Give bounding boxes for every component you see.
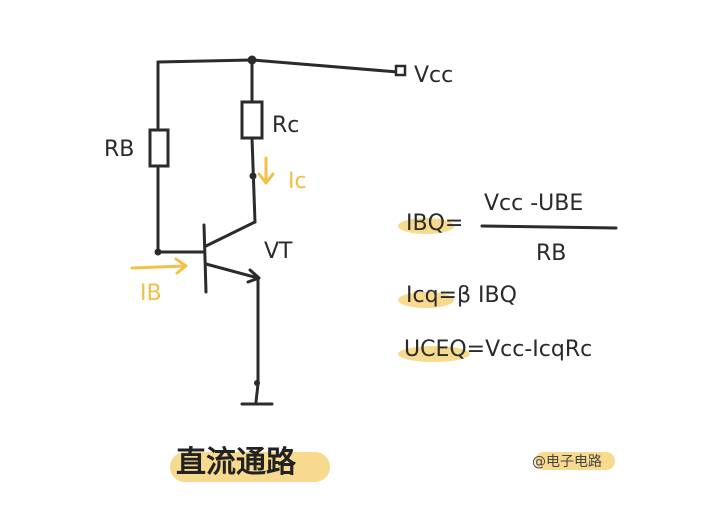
vcc-terminal bbox=[394, 64, 407, 77]
top-rail-wire bbox=[156, 58, 400, 74]
ic-label: Ic bbox=[288, 169, 307, 194]
rc-resistor bbox=[240, 100, 264, 140]
ic-arrow bbox=[257, 156, 275, 185]
emitter-node bbox=[254, 380, 260, 386]
rc-label: Rc bbox=[272, 113, 299, 138]
title: 直流通路 bbox=[176, 445, 297, 480]
watermark-highlight bbox=[535, 452, 615, 470]
watermark: @电子电路 bbox=[532, 454, 602, 470]
circuit bbox=[148, 55, 407, 406]
transistor-collector-lead bbox=[204, 220, 257, 248]
ib-label: IB bbox=[140, 281, 162, 306]
vcc-label: Vcc bbox=[414, 63, 453, 88]
rc-lower-wire bbox=[250, 136, 257, 224]
rb-resistor bbox=[148, 128, 170, 168]
ibq-denominator: RB bbox=[536, 241, 566, 266]
title-highlight bbox=[170, 452, 330, 482]
transistor-base-bar bbox=[202, 223, 208, 294]
vt-label: VT bbox=[264, 239, 293, 264]
rb-label: RB bbox=[104, 137, 134, 162]
formulas: IBQ= Vcc -UBE RB Icq=β IBQ UCEQ=Vcc-IcqR… bbox=[398, 191, 618, 362]
uceq-formula: UCEQ=Vcc-IcqRc bbox=[404, 337, 592, 362]
icq-highlight bbox=[398, 292, 454, 308]
icq-formula: Icq=β IBQ bbox=[406, 283, 517, 308]
fraction-bar bbox=[480, 224, 618, 230]
ibq-lhs: IBQ= bbox=[406, 211, 463, 236]
ib-arrow bbox=[130, 257, 188, 275]
current-arrows bbox=[130, 156, 275, 275]
transistor-emitter-lead bbox=[204, 262, 260, 280]
ibq-highlight bbox=[398, 218, 454, 234]
collector-node bbox=[249, 172, 257, 180]
ibq-numerator: Vcc -UBE bbox=[484, 191, 583, 216]
uceq-highlight bbox=[398, 346, 470, 362]
